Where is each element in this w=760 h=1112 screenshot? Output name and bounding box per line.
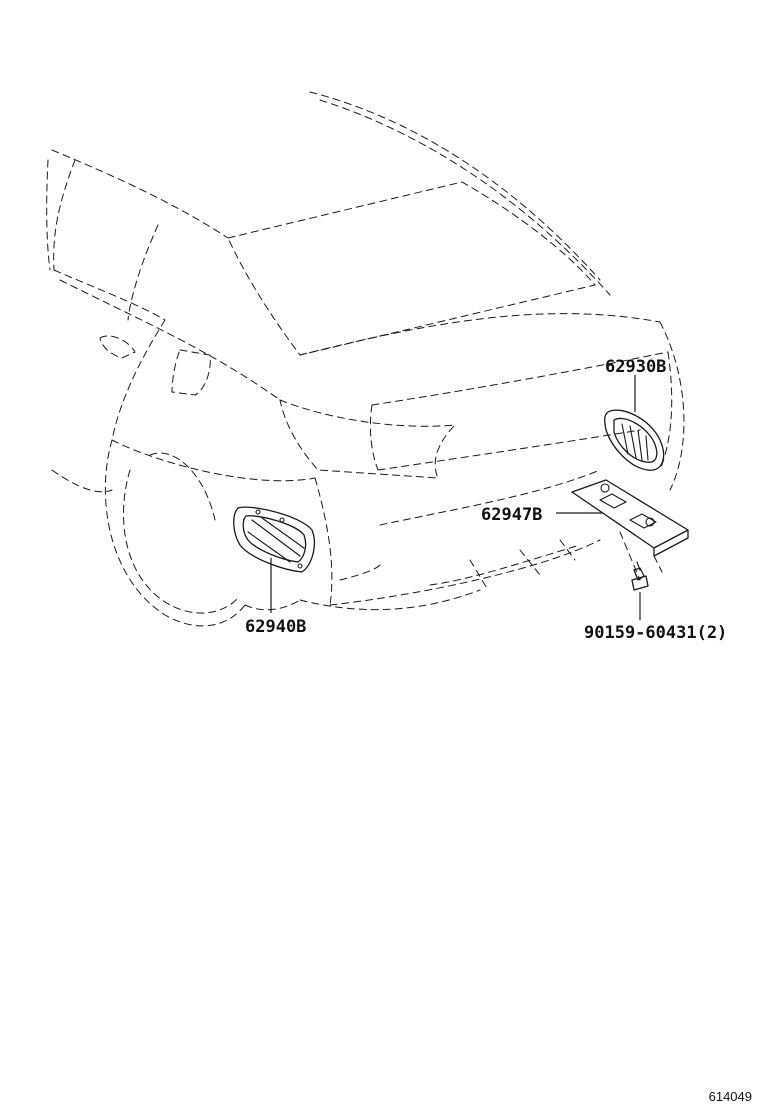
- part-label-90159-60431: 90159-60431(2): [584, 623, 727, 643]
- part-label-62930b: 62930B: [605, 357, 666, 377]
- car-body-outline: [46, 91, 685, 627]
- part-90159-screw-graphic: [631, 561, 649, 591]
- part-62940b-graphic: [233, 506, 316, 573]
- part-label-62940b: 62940B: [245, 617, 306, 637]
- part-label-62947b: 62947B: [481, 505, 542, 525]
- figure-number: 614049: [708, 1089, 752, 1104]
- part-62947b-graphic: [571, 479, 689, 581]
- part-62930b-graphic: [604, 409, 665, 471]
